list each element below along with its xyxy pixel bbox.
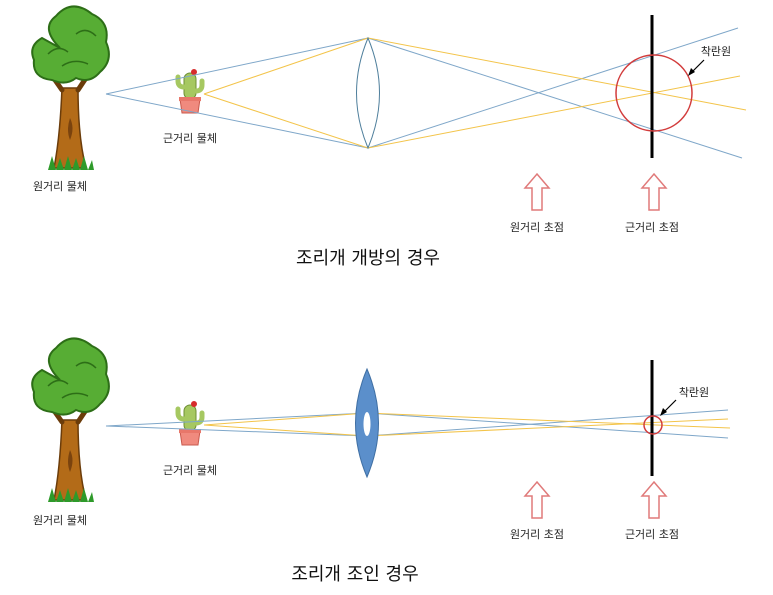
near-focus-arrow-icon xyxy=(641,481,667,519)
panel-aperture-closed: 원거리 물체 근거리 물체 원거리 초점 근거리 초점 착란원 조리개 조인 경… xyxy=(32,338,731,585)
near-focus-label: 근거리 초점 xyxy=(625,528,679,541)
blur-circle xyxy=(615,54,693,132)
near-object-label: 근거리 물체 xyxy=(163,132,217,145)
panel-caption: 조리개 조인 경우 xyxy=(291,564,418,585)
blur-circle-label: 착란원 xyxy=(679,386,709,399)
far-object-rays xyxy=(105,27,743,159)
near-focus-arrow-icon xyxy=(641,173,667,211)
near-object-label: 근거리 물체 xyxy=(163,464,217,477)
lens-open xyxy=(356,36,380,150)
near-object-rays xyxy=(203,412,731,437)
far-object-tree-icon xyxy=(32,338,109,502)
far-focus-label: 원거리 초점 xyxy=(510,528,564,541)
far-focus-arrow-icon xyxy=(524,173,550,211)
far-object-rays xyxy=(105,409,729,439)
near-object-rays xyxy=(203,37,747,149)
blur-circle-label: 착란원 xyxy=(701,45,731,58)
blur-circle xyxy=(643,415,663,435)
near-focus-label: 근거리 초점 xyxy=(625,221,679,234)
panel-aperture-open: 원거리 물체 근거리 물체 원거리 초점 근거리 초점 착란원 조리개 개방의 … xyxy=(32,6,747,269)
far-object-tree-icon xyxy=(32,6,109,170)
panel-caption: 조리개 개방의 경우 xyxy=(296,248,440,269)
far-focus-label: 원거리 초점 xyxy=(510,221,564,234)
far-object-label: 원거리 물체 xyxy=(33,180,87,193)
near-object-cactus-icon xyxy=(178,401,202,445)
far-focus-arrow-icon xyxy=(524,481,550,519)
aperture-opening xyxy=(363,412,371,436)
far-object-label: 원거리 물체 xyxy=(33,514,87,527)
